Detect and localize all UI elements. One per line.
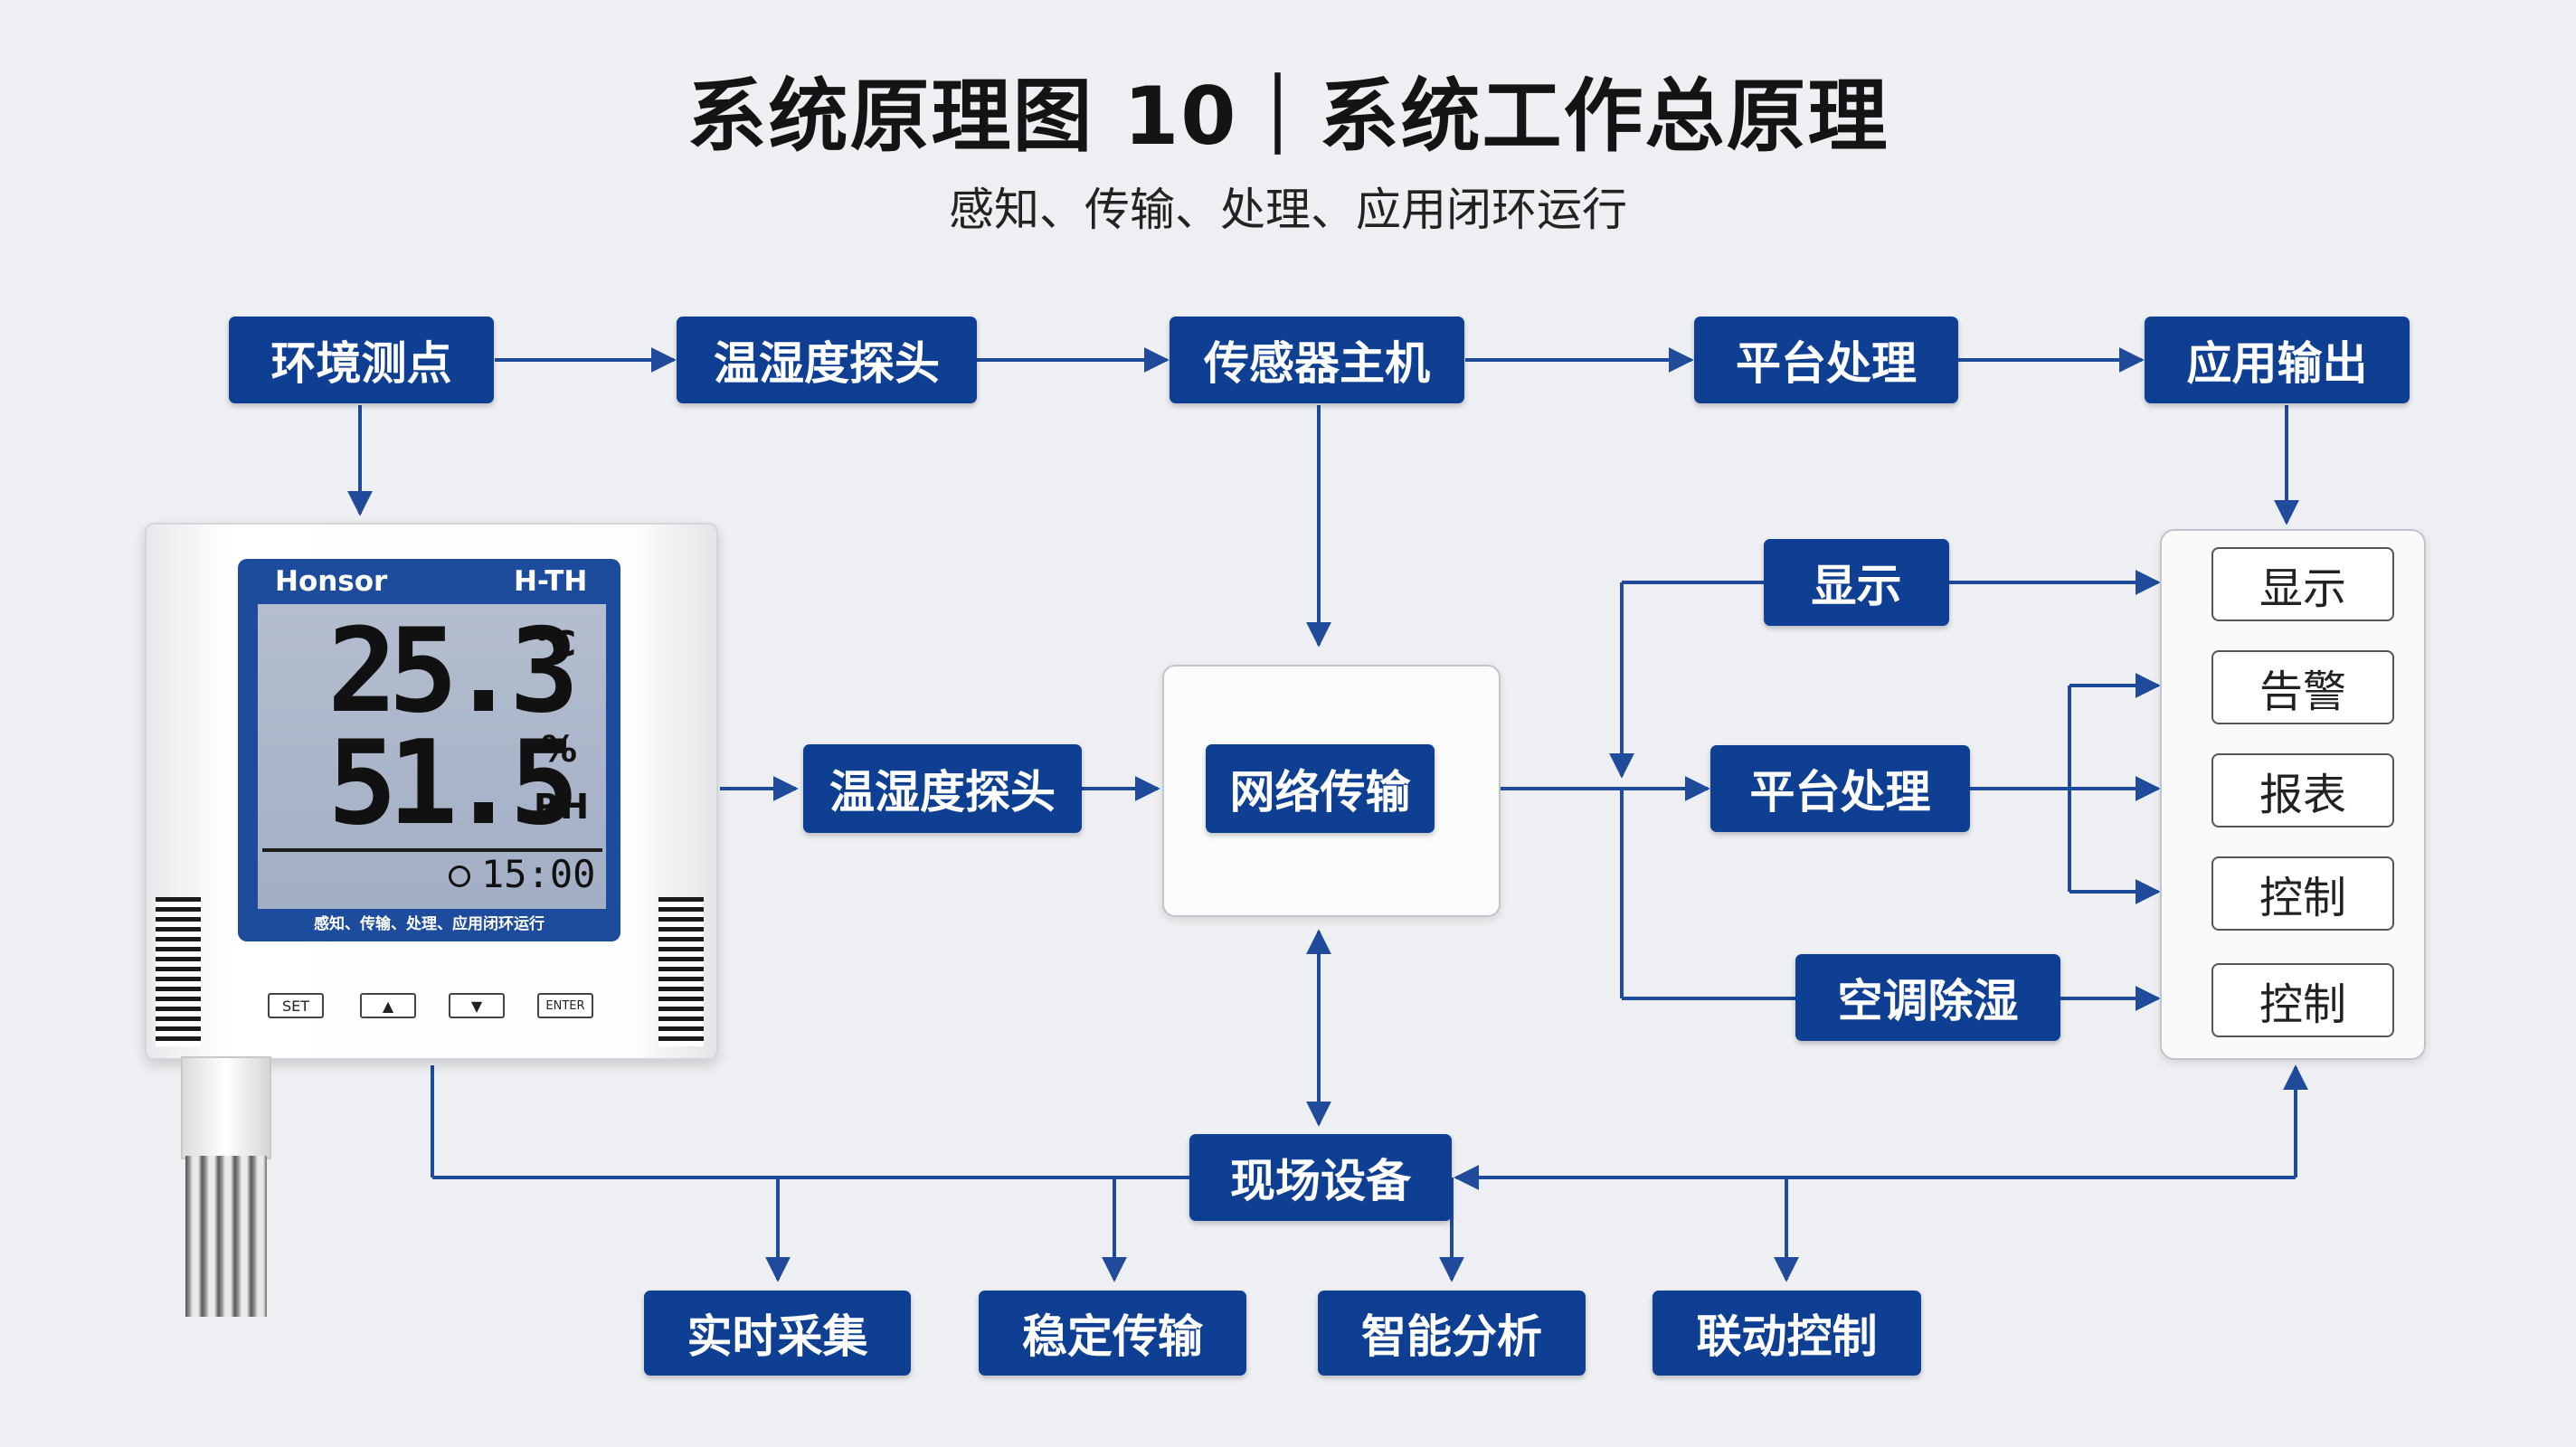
device-button-down[interactable]: ▼ — [449, 993, 505, 1018]
node-sensor-host: 传感器主机 — [1170, 317, 1464, 403]
clock-icon — [449, 865, 470, 887]
device-button-enter[interactable]: ENTER — [537, 993, 593, 1018]
device-humidity-suffix: RH — [534, 787, 590, 827]
feature-linkage-control: 联动控制 — [1653, 1291, 1921, 1376]
node-display: 显示 — [1764, 539, 1949, 626]
lcd-divider — [262, 848, 602, 852]
device-temp-unit: °C — [534, 624, 576, 664]
device-caption: 感知、传输、处理、应用闭环运行 — [314, 915, 545, 933]
node-env-point: 环境测点 — [229, 317, 494, 403]
node-mid-platform: 平台处理 — [1710, 745, 1970, 832]
feature-smart-analysis: 智能分析 — [1318, 1291, 1586, 1376]
node-ac-dehumidify: 空调除湿 — [1795, 954, 2060, 1041]
output-display: 显示 — [2211, 547, 2394, 621]
node-mid-probe: 温湿度探头 — [803, 744, 1082, 833]
vent-grille-right — [658, 897, 704, 1046]
node-network-transfer: 网络传输 — [1206, 744, 1435, 833]
feature-stable-transfer: 稳定传输 — [979, 1291, 1246, 1376]
device-model: H-TH — [514, 565, 588, 598]
output-control: 控制 — [2211, 856, 2394, 931]
device-temperature: 25.3 — [327, 604, 579, 739]
probe-tip — [185, 1156, 267, 1317]
device-time: 15:00 — [481, 852, 596, 896]
device-humidity-unit: % — [541, 729, 578, 771]
vent-grille-left — [156, 897, 201, 1046]
feature-realtime-collect: 实时采集 — [644, 1291, 911, 1376]
device-button-set[interactable]: SET — [268, 993, 324, 1018]
output-control-2: 控制 — [2211, 963, 2394, 1037]
page-subtitle: 感知、传输、处理、应用闭环运行 — [949, 184, 1627, 236]
node-app-output: 应用输出 — [2145, 317, 2410, 403]
node-top-platform: 平台处理 — [1694, 317, 1958, 403]
device-lcd — [258, 604, 606, 909]
device-humidity: 51.5 — [327, 716, 579, 851]
page-title: 系统原理图 10｜系统工作总原理 — [687, 70, 1889, 163]
device-button-up[interactable]: ▲ — [360, 993, 416, 1018]
output-alarm: 告警 — [2211, 650, 2394, 724]
output-report: 报表 — [2211, 753, 2394, 828]
device-brand: Honsor — [275, 565, 388, 598]
node-field-equipment: 现场设备 — [1189, 1134, 1452, 1221]
node-top-probe: 温湿度探头 — [677, 317, 977, 403]
probe-stem — [181, 1056, 271, 1159]
